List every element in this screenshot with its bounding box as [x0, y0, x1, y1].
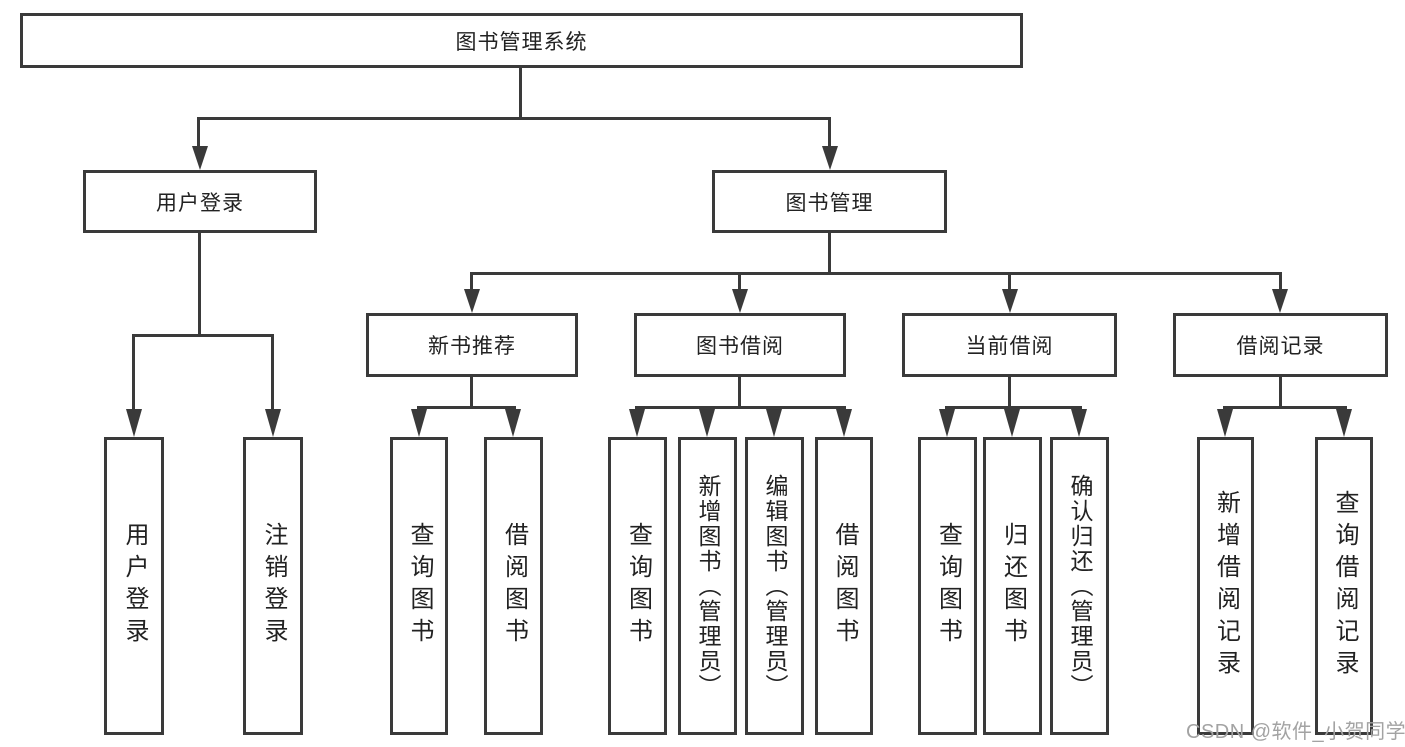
connector-line [132, 334, 274, 337]
connector-line [132, 334, 135, 415]
arrow-down-icon [505, 409, 521, 437]
leaf-logout: 注销登录 [243, 437, 303, 735]
connector-line [945, 406, 1082, 409]
leaf-user-login: 用户登录 [104, 437, 164, 735]
leaf-borrow-book: 借阅图书 [484, 437, 543, 735]
connector-line [738, 272, 741, 294]
leaf-search-book: 查询图书 [608, 437, 667, 735]
arrow-down-icon [1336, 409, 1352, 437]
node-root: 图书管理系统 [20, 13, 1023, 68]
arrow-down-icon [411, 409, 427, 437]
connector-line [470, 377, 473, 409]
arrow-down-icon [1002, 289, 1018, 313]
arrow-down-icon [836, 409, 852, 437]
node-book-management: 图书管理 [712, 170, 947, 233]
leaf-edit-book-admin: 编辑图书（管理员） [745, 437, 804, 735]
arrow-down-icon [766, 409, 782, 437]
connector-line [470, 272, 1282, 275]
arrow-down-icon [822, 146, 838, 170]
connector-line [198, 232, 201, 337]
arrow-down-icon [464, 289, 480, 313]
node-user-login-group: 用户登录 [83, 170, 317, 233]
leaf-search-book: 查询图书 [390, 437, 448, 735]
arrow-down-icon [1071, 409, 1087, 437]
connector-line [519, 68, 522, 120]
connector-line [1279, 377, 1282, 409]
connector-line [1279, 272, 1282, 294]
connector-line [828, 117, 831, 150]
connector-line [470, 272, 473, 294]
arrow-down-icon [1217, 409, 1233, 437]
arrow-down-icon [1272, 289, 1288, 313]
connector-line [828, 232, 831, 275]
connector-line [1008, 377, 1011, 409]
connector-line [1223, 406, 1347, 409]
node-book-borrow: 图书借阅 [634, 313, 846, 377]
leaf-add-borrow-record: 新增借阅记录 [1197, 437, 1254, 735]
arrow-down-icon [939, 409, 955, 437]
node-borrow-records: 借阅记录 [1173, 313, 1388, 377]
connector-line [271, 334, 274, 415]
arrow-down-icon [126, 409, 142, 437]
node-new-book-recommend: 新书推荐 [366, 313, 578, 377]
node-current-borrow: 当前借阅 [902, 313, 1117, 377]
arrow-down-icon [629, 409, 645, 437]
leaf-return-book: 归还图书 [983, 437, 1042, 735]
arrow-down-icon [192, 146, 208, 170]
arrow-down-icon [732, 289, 748, 313]
arrow-down-icon [699, 409, 715, 437]
connector-line [738, 377, 741, 409]
leaf-confirm-return-admin: 确认归还（管理员） [1050, 437, 1109, 735]
arrow-down-icon [265, 409, 281, 437]
connector-line [197, 117, 200, 150]
leaf-search-book: 查询图书 [918, 437, 977, 735]
leaf-add-book-admin: 新增图书（管理员） [678, 437, 737, 735]
connector-line [635, 406, 846, 409]
csdn-watermark: CSDN @软件_小贺同学 [1186, 721, 1405, 743]
arrow-down-icon [1004, 409, 1020, 437]
connector-line [417, 406, 516, 409]
leaf-search-borrow-record: 查询借阅记录 [1315, 437, 1373, 735]
connector-line [1008, 272, 1011, 294]
connector-line [197, 117, 831, 120]
leaf-borrow-book: 借阅图书 [815, 437, 873, 735]
